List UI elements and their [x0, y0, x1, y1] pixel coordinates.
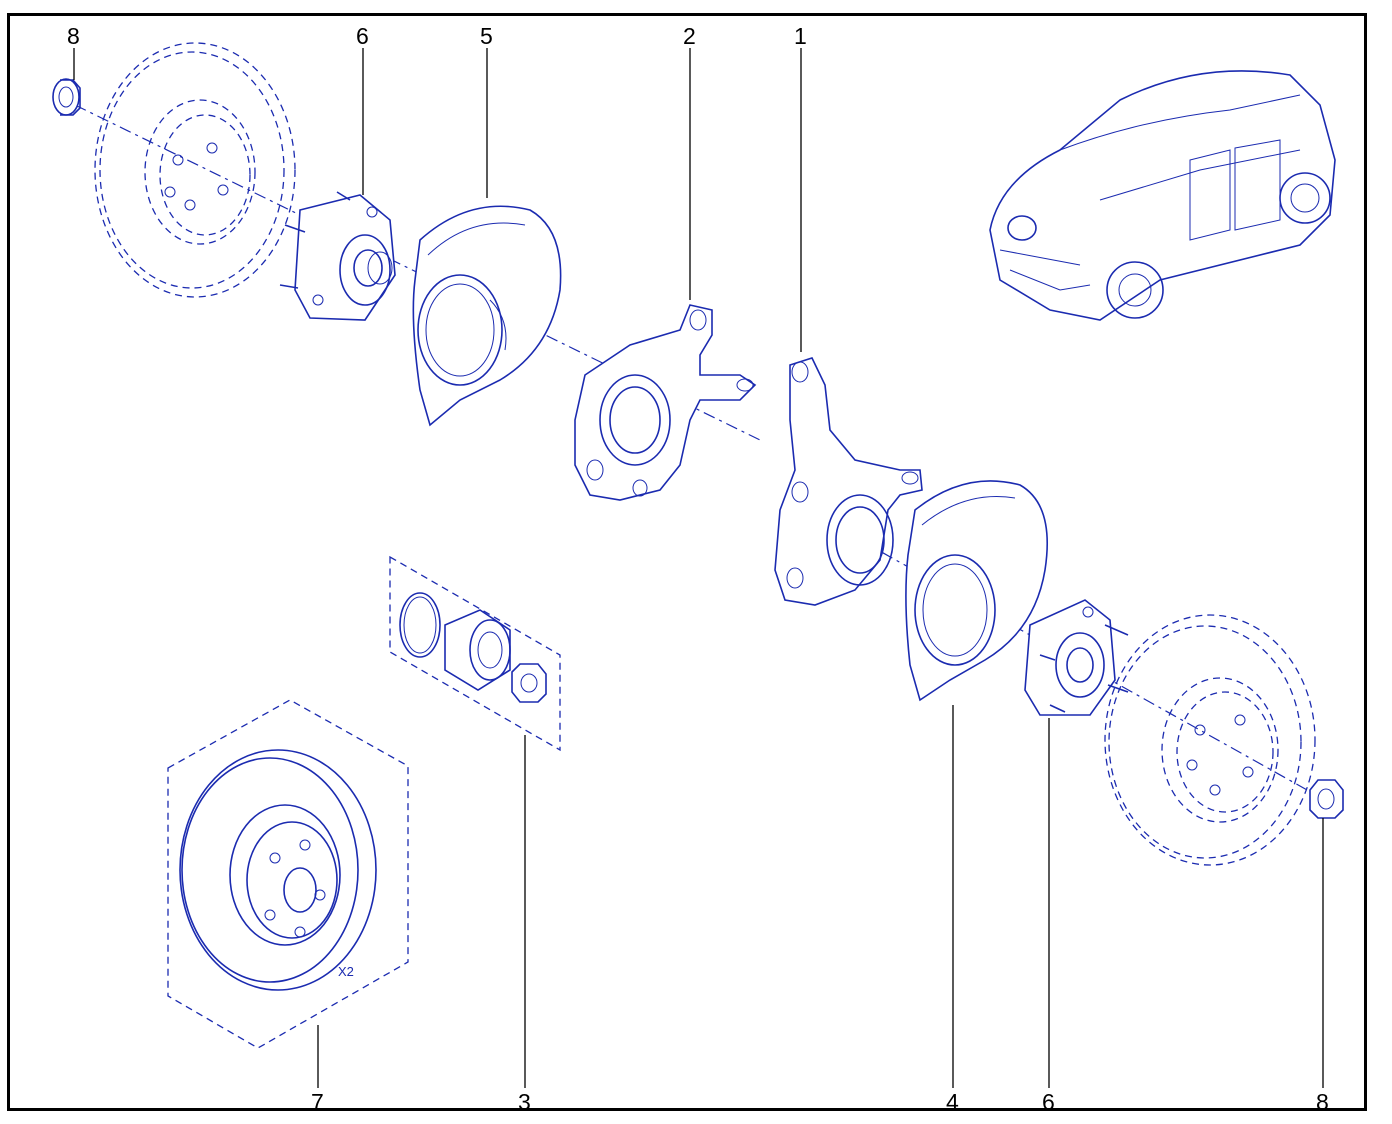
steering-knuckle-right	[774, 357, 923, 606]
wheel-nut-left	[52, 78, 81, 116]
callout-2-top: 2	[683, 23, 696, 49]
wheel-hub-right	[1024, 599, 1129, 716]
bearing-kit	[389, 555, 561, 752]
disc-quantity-label: X2	[338, 964, 354, 979]
dust-shield-right	[905, 480, 1048, 702]
wheel-nut-right	[1309, 779, 1344, 819]
callout-3-bottom: 3	[518, 1089, 531, 1115]
callout-5-top: 5	[480, 23, 493, 49]
brake-disc-right-ghost	[1104, 614, 1316, 866]
wheel-bearing	[444, 609, 511, 691]
circlip	[399, 592, 441, 658]
callout-leaders	[73, 48, 1324, 1088]
hub-nut	[511, 663, 547, 703]
callout-numbers: 8 6 5 2 1 7 3 4 6 8	[67, 23, 1329, 1115]
callout-6-top: 6	[356, 23, 369, 49]
callout-1-top: 1	[794, 23, 807, 49]
brake-disc-left-ghost	[94, 42, 296, 298]
brake-disc-set: X2	[167, 699, 409, 1049]
dust-shield-left	[412, 205, 562, 427]
callout-6-bottom: 6	[1042, 1089, 1055, 1115]
steering-knuckle-left	[574, 304, 757, 501]
assembly-axis-right	[859, 539, 1326, 801]
vehicle-location-thumbnail	[989, 70, 1336, 321]
wheel-hub-left	[279, 191, 396, 321]
callout-7-bottom: 7	[311, 1089, 324, 1115]
callout-4-bottom: 4	[946, 1089, 959, 1115]
callout-8-bottom: 8	[1316, 1089, 1329, 1115]
callout-8-top: 8	[67, 23, 80, 49]
